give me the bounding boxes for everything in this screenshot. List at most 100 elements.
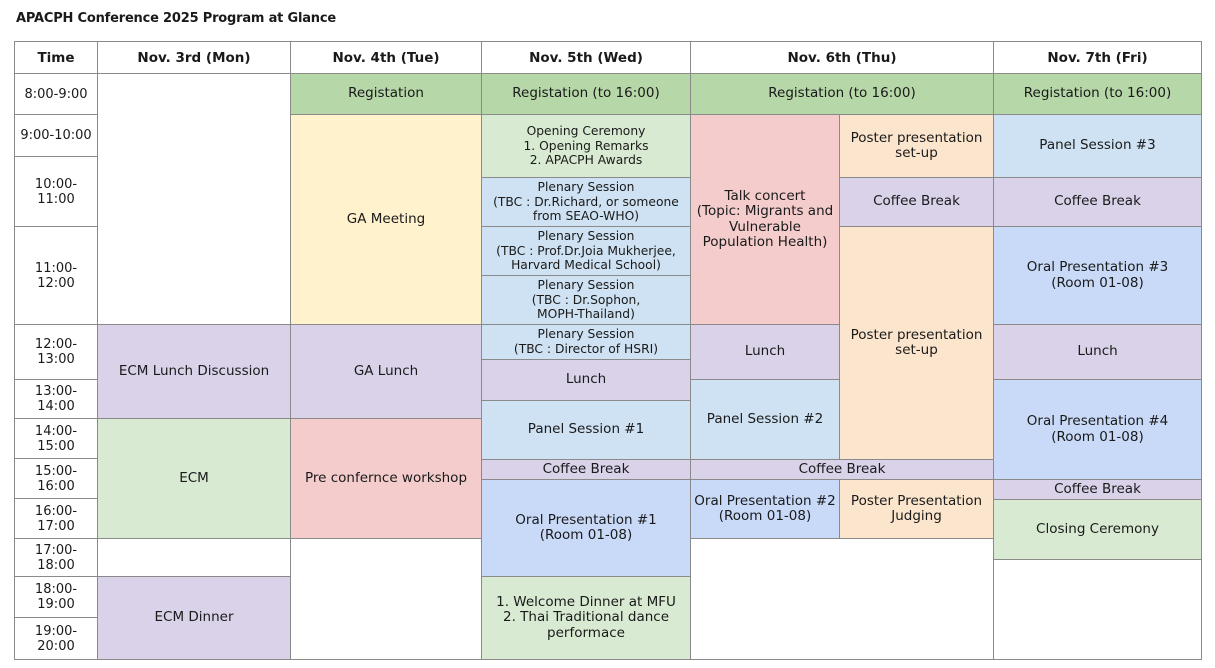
event-text: Plenary Session(TBC : Dr.Richard, or som… (493, 180, 679, 224)
event-text: Plenary Session(TBC : Director of HSRI) (514, 327, 658, 357)
day-header: Nov. 7th (Fri) (1047, 49, 1148, 66)
event-line: Coffee Break (1054, 193, 1141, 210)
event-text: Registation (to 16:00) (1024, 86, 1171, 102)
event-line: Lunch (1077, 343, 1118, 360)
event-line: Oral Presentation #4 (1026, 413, 1169, 429)
column-header: Nov. 6th (Thu) (690, 41, 994, 74)
event-line: Judging (891, 508, 942, 524)
event-line: GA Lunch (353, 362, 419, 379)
time-slot: 16:00-17:00 (14, 498, 98, 539)
event-line: Plenary Session (537, 327, 635, 342)
event-fri-closing: Closing Ceremony (993, 499, 1202, 560)
event-text: Registation (348, 86, 424, 102)
event-line: ECM Lunch Discussion (118, 362, 270, 379)
event-line: Registation (to 16:00) (768, 85, 916, 102)
event-line: Coffee Break (798, 460, 886, 477)
event-text: Coffee Break (542, 460, 630, 478)
time-slot: 17:00-18:00 (14, 538, 98, 577)
event-line: MOPH-Thailand) (537, 307, 635, 322)
event-line: Coffee Break (542, 460, 630, 477)
event-line: Registation (to 16:00) (512, 85, 660, 102)
event-line: set-up (895, 145, 938, 161)
event-fri-oral-4: Oral Presentation #4(Room 01-08) (993, 379, 1202, 480)
event-mon-empty-am (97, 73, 291, 325)
event-tue-workshop: Pre confernce workshop (290, 418, 482, 539)
event-text: GA Meeting (346, 210, 426, 228)
event-line: ECM Dinner (154, 609, 234, 626)
event-line: Poster presentation (850, 326, 983, 343)
time-slot-label: 17:00-18:00 (34, 542, 78, 573)
event-mon-empty-pm (97, 538, 291, 577)
event-text: Plenary Session(TBC : Dr.Sophon,MOPH-Tha… (532, 278, 641, 322)
event-line: Lunch (565, 371, 607, 388)
event-text: Plenary Session(TBC : Prof.Dr.Joia Mukhe… (496, 229, 676, 273)
event-line: Vulnerable (729, 218, 801, 235)
event-wed-registation: Registation (to 16:00) (481, 73, 691, 115)
day-header: Nov. 5th (Wed) (529, 49, 643, 66)
day-header: Nov. 3rd (Mon) (137, 49, 251, 66)
event-line: (TBC : Director of HSRI) (513, 342, 659, 356)
event-fri-lunch: Lunch (993, 324, 1202, 380)
column-header: Nov. 4th (Tue) (290, 41, 482, 74)
event-line: Panel Session #3 (1039, 137, 1156, 154)
event-text: Oral Presentation #2(Room 01-08) (694, 492, 836, 525)
event-line: Coffee Break (873, 193, 960, 210)
event-text: Oral Presentation #3(Room 01-08) (1027, 259, 1168, 291)
time-slot: 11:00-12:00 (14, 226, 98, 325)
event-line: Registation (348, 85, 424, 102)
event-line: (Room 01-08) (1051, 428, 1144, 445)
event-fri-empty-pm (993, 559, 1202, 660)
event-text: Panel Session #3 (1039, 138, 1155, 154)
event-text: Panel Session #2 (706, 410, 824, 428)
event-text: Oral Presentation #1(Room 01-08) (515, 512, 656, 544)
event-text: ECM Dinner (154, 610, 233, 626)
event-wed-plenary-1: Plenary Session(TBC : Dr.Richard, or som… (481, 177, 691, 227)
event-mon-ecm-lunch: ECM Lunch Discussion (97, 324, 291, 419)
event-text: Registation (to 16:00) (512, 86, 659, 102)
event-fri-coffee-am: Coffee Break (993, 177, 1202, 227)
event-line: Oral Presentation #2 (694, 492, 836, 509)
event-line: (Room 01-08) (1051, 274, 1144, 291)
event-line: Harvard Medical School) (511, 258, 661, 273)
time-slot: 9:00-10:00 (14, 114, 98, 157)
event-fri-coffee-pm: Coffee Break (993, 479, 1202, 500)
event-wed-plenary-4: Plenary Session(TBC : Director of HSRI) (481, 324, 691, 360)
event-line: (Room 01-08) (539, 527, 633, 543)
time-slot-label: 15:00-16:00 (34, 463, 78, 494)
event-text: Pre confernce workshop (305, 470, 467, 487)
event-text: ECM (179, 470, 209, 487)
time-slot: 18:00-19:00 (14, 576, 98, 618)
event-line: Poster Presentation (850, 492, 983, 509)
event-line: 2. Thai Traditional dance (503, 609, 669, 626)
event-line: Plenary Session (537, 277, 635, 292)
time-slot: 12:00-13:00 (14, 324, 98, 380)
event-line: Population Health) (702, 234, 828, 250)
event-line: set-up (895, 342, 938, 358)
time-slot: 8:00-9:00 (14, 73, 98, 115)
event-wed-panel-1: Panel Session #1 (481, 400, 691, 460)
event-wed-plenary-2: Plenary Session(TBC : Prof.Dr.Joia Mukhe… (481, 226, 691, 276)
event-line: 1. Welcome Dinner at MFU (496, 593, 676, 610)
event-tue-ga-meeting: GA Meeting (290, 114, 482, 325)
event-text: Lunch (566, 372, 606, 388)
day-header: Nov. 4th (Tue) (332, 49, 440, 66)
time-slot-label: 11:00-12:00 (34, 260, 78, 291)
event-thu-lunch: Lunch (690, 324, 840, 380)
event-thu-empty-pm (690, 538, 994, 660)
event-text: Coffee Break (1054, 194, 1141, 210)
event-line: Plenary Session (537, 179, 635, 194)
event-line: GA Meeting (346, 210, 426, 227)
time-slot-label: 16:00-17:00 (34, 503, 78, 534)
event-line: Registation (to 16:00) (1023, 85, 1172, 102)
event-line: Panel Session #2 (706, 410, 824, 427)
page-title: APACPH Conference 2025 Program at Glance (16, 11, 336, 26)
event-line: Poster presentation (850, 129, 983, 146)
time-slot: 13:00-14:00 (14, 379, 98, 419)
